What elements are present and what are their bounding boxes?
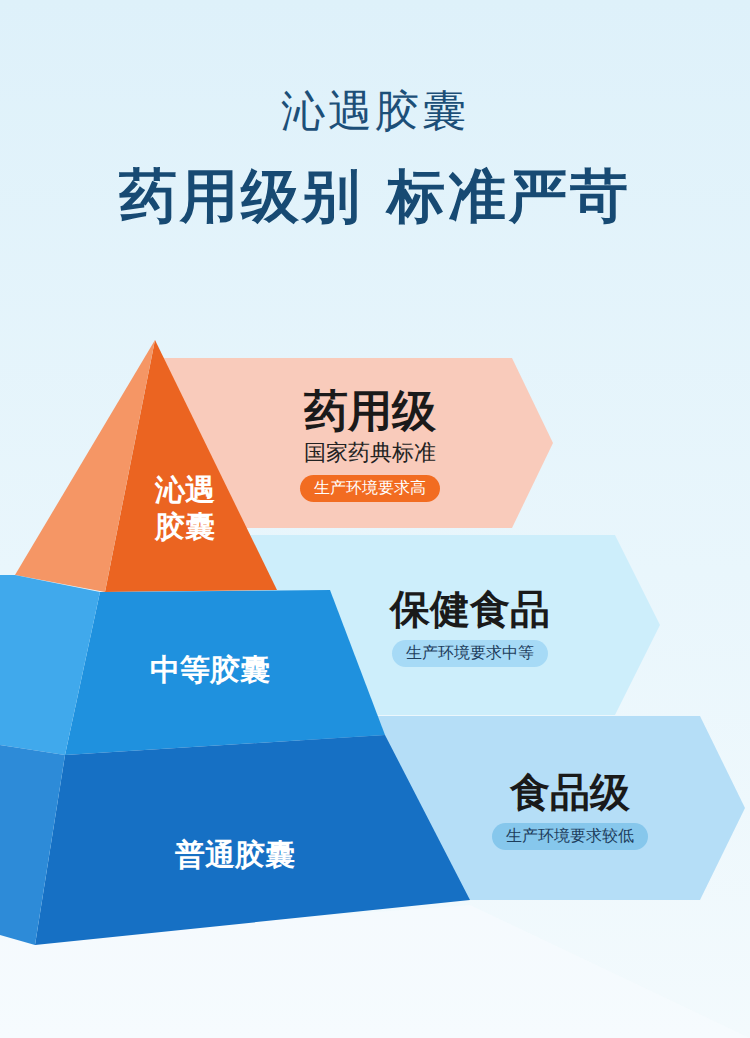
pyramid-tier: 中等胶囊 (0, 573, 390, 758)
node-content: 保健食品生产环境要求中等 (350, 535, 590, 717)
node-content: 普通胶囊 (120, 815, 350, 895)
pill-text: 生产环境要求中等 (406, 643, 534, 664)
shape-face (0, 575, 100, 755)
tier-name: 普通胶囊 (175, 836, 295, 874)
shape-face (160, 358, 553, 528)
node-content: 中等胶囊 (110, 630, 310, 710)
level-name: 保健食品 (390, 586, 550, 632)
node-content: 沁遇 胶囊 (140, 468, 230, 548)
level-name: 食品级 (510, 769, 630, 815)
standard-note: 国家药典标准 (304, 439, 436, 468)
shape-face (300, 716, 745, 900)
page-title: 沁遇胶囊 (0, 82, 750, 141)
tier-name: 中等胶囊 (150, 651, 270, 689)
pill-text: 生产环境要求较低 (506, 826, 634, 847)
requirement-pill: 生产环境要求高 (300, 475, 440, 502)
shape-face (0, 745, 65, 945)
requirement-pill: 生产环境要求中等 (392, 640, 548, 667)
tier-name: 沁遇 胶囊 (152, 471, 218, 546)
pill-text: 生产环境要求高 (314, 478, 426, 499)
requirement-pill: 生产环境要求较低 (492, 823, 648, 850)
shape-outline (15, 338, 277, 594)
pyramid-tier: 沁遇 胶囊 (15, 338, 277, 594)
level-name: 药用级 (304, 386, 436, 437)
node-content: 食品级生产环境要求较低 (450, 716, 690, 902)
pyramid-tier: 普通胶囊 (0, 733, 475, 948)
node-content: 药用级国家药典标准生产环境要求高 (270, 358, 470, 530)
shape-face (200, 535, 660, 715)
subtitle: 药用级别 标准严苛 (0, 158, 750, 236)
shape-face (15, 340, 155, 592)
shape-face (65, 590, 385, 755)
